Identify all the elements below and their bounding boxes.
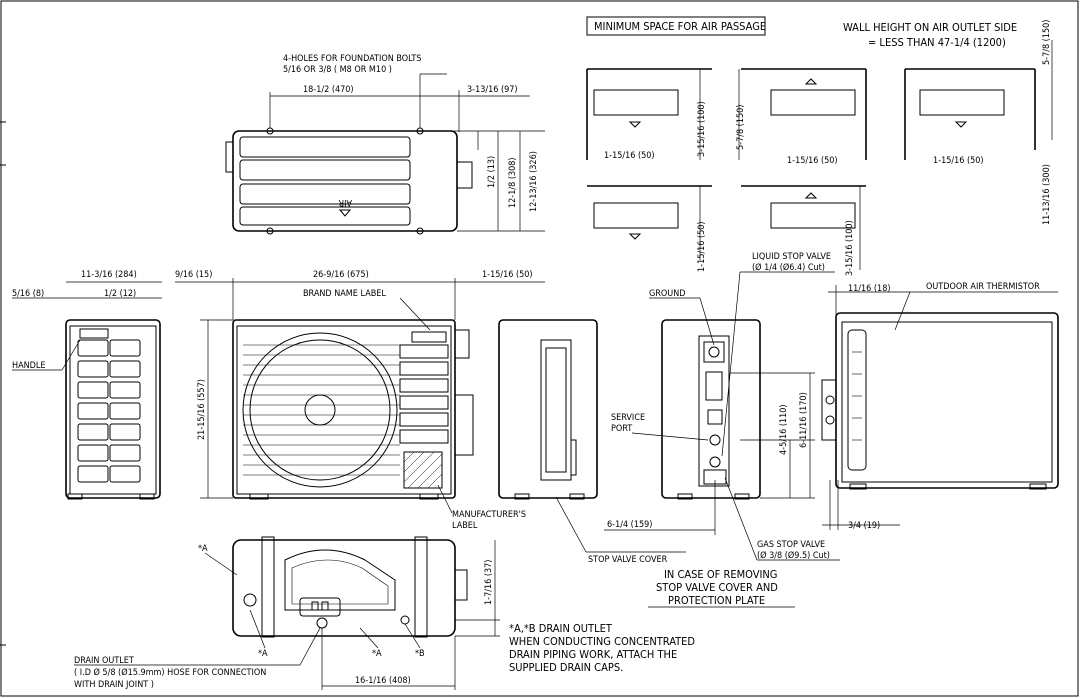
air-arrow-label: AIR: [338, 197, 352, 207]
dim-6-11-16: 6-11/16 (170): [799, 392, 809, 448]
foundation-holes-label: 4-HOLES FOR FOUNDATION BOLTS: [283, 54, 421, 64]
scheme5-dim-3-15-16: 3-15/16 (100): [845, 220, 855, 276]
scheme1-dim-1-15-16: 1-15/16 (50): [604, 151, 655, 161]
scheme3-dim-5-7-8: 5-7/8 (150): [1042, 20, 1052, 65]
scheme3-dim-1-15-16: 1-15/16 (50): [933, 156, 984, 166]
brand-name-label: BRAND NAME LABEL: [303, 289, 386, 299]
scheme2-dim-1-15-16: 1-15/16 (50): [787, 156, 838, 166]
left-side-view: 11-3/16 (284) 5/16 (8) 1/2 (12) HANDLE: [12, 270, 162, 500]
scheme4-dim-1-15-16: 1-15/16 (50): [697, 221, 707, 272]
manufacturer-label-2: LABEL: [452, 521, 478, 531]
front-view: 9/16 (15) 26-9/16 (675) 1-15/16 (50) BRA…: [175, 270, 545, 531]
min-space-title: MINIMUM SPACE FOR AIR PASSAGE: [594, 20, 766, 33]
liquid-valve-2: (Ø 1/4 (Ø6.4) Cut): [752, 262, 825, 273]
dim-9-16: 9/16 (15): [175, 270, 212, 280]
drain-note-4: SUPPLIED DRAIN CAPS.: [509, 661, 623, 674]
dim-12-1-8: 12-1/8 (308): [508, 157, 518, 208]
drain-note-2: WHEN CONDUCTING CONCENTRATED: [509, 635, 695, 648]
dim-11-3-16: 11-3/16 (284): [81, 270, 137, 280]
right-side-view-valves: LIQUID STOP VALVE (Ø 1/4 (Ø6.4) Cut) GRO…: [604, 252, 840, 608]
dim-3-13-16: 3-13/16 (97): [467, 85, 518, 95]
drain-outlet-1: DRAIN OUTLET: [74, 656, 134, 666]
drain-note-1: *A,*B DRAIN OUTLET: [509, 622, 613, 635]
drain-note-3: DRAIN PIPING WORK, ATTACH THE: [509, 648, 677, 661]
dim-1-15-16-top: 1-15/16 (50): [482, 270, 533, 280]
removing-note-3: PROTECTION PLATE: [668, 594, 765, 607]
dim-11-16: 11/16 (18): [848, 284, 891, 294]
drain-outlet-3: WITH DRAIN JOINT ): [74, 680, 154, 690]
air-passage-schemes: MINIMUM SPACE FOR AIR PASSAGE WALL HEIGH…: [586, 16, 1053, 276]
dim-18-1-2: 18-1/2 (470): [303, 85, 354, 95]
dim-16-1-16: 16-1/16 (408): [355, 676, 411, 686]
handle-label: HANDLE: [12, 361, 46, 371]
dim-1-2-13: 1/2 (13): [487, 156, 497, 188]
drain-outlet-2: ( I.D Ø 5/8 (Ø15.9mm) HOSE FOR CONNECTIO…: [74, 667, 266, 678]
manufacturer-label-1: MANUFACTURER'S: [452, 510, 526, 520]
stop-valve-cover-label: STOP VALVE COVER: [588, 555, 668, 565]
dim-26-9-16: 26-9/16 (675): [313, 270, 369, 280]
liquid-valve-1: LIQUID STOP VALVE: [752, 252, 831, 262]
top-view: 4-HOLES FOR FOUNDATION BOLTS 5/16 OR 3/8…: [225, 54, 545, 235]
dim-5-16: 5/16 (8): [12, 289, 44, 299]
outdoor-thermistor-label: OUTDOOR AIR THERMISTOR: [926, 282, 1040, 292]
manufacturer-label-plate: [403, 451, 443, 489]
dim-12-13-16: 12-13/16 (326): [529, 151, 539, 212]
removing-note-2: STOP VALVE COVER AND: [656, 581, 778, 594]
wall-height-1: WALL HEIGHT ON AIR OUTLET SIDE: [843, 21, 1017, 34]
dim-1-7-16: 1-7/16 (37): [484, 560, 494, 605]
star-a-bottom-left: *A: [258, 649, 268, 659]
star-a-bottom-mid: *A: [372, 649, 382, 659]
dim-21-15-16: 21-15/16 (557): [197, 379, 207, 440]
dim-6-1-4: 6-1/4 (159): [607, 520, 652, 530]
right-side-view-cover: STOP VALVE COVER: [498, 319, 686, 565]
ground-label: GROUND: [649, 289, 686, 299]
scheme2-dim-5-7-8: 5-7/8 (150): [736, 105, 746, 150]
gas-valve-2: (Ø 3/8 (Ø9.5) Cut): [757, 550, 830, 561]
dim-1-2-12: 1/2 (12): [104, 289, 136, 299]
wall-height-2: = LESS THAN 47-1/4 (1200): [868, 36, 1006, 49]
dim-4-5-16: 4-5/16 (110): [779, 404, 789, 455]
removing-note-1: IN CASE OF REMOVING: [664, 568, 777, 581]
service-port-1: SERVICE: [611, 413, 645, 423]
star-b: *B: [415, 649, 425, 659]
service-port-2: PORT: [611, 424, 632, 434]
gas-valve-1: GAS STOP VALVE: [757, 540, 825, 550]
dim-3-4: 3/4 (19): [848, 521, 880, 531]
foundation-holes-size: 5/16 OR 3/8 ( M8 OR M10 ): [283, 65, 392, 75]
scheme3-dim-11-13-16: 11-13/16 (300): [1042, 164, 1052, 225]
star-a-top: *A: [198, 544, 208, 554]
scheme1-dim-3-15-16: 3-15/16 (100): [697, 101, 707, 157]
bottom-view: *A 1-7/16 (37) *A *A *B 16-1/16 (408) DR…: [74, 536, 695, 690]
brand-logo-plate: [411, 331, 447, 343]
back-view: 11/16 (18) OUTDOOR AIR THERMISTOR 3/4 (1…: [821, 282, 1059, 531]
